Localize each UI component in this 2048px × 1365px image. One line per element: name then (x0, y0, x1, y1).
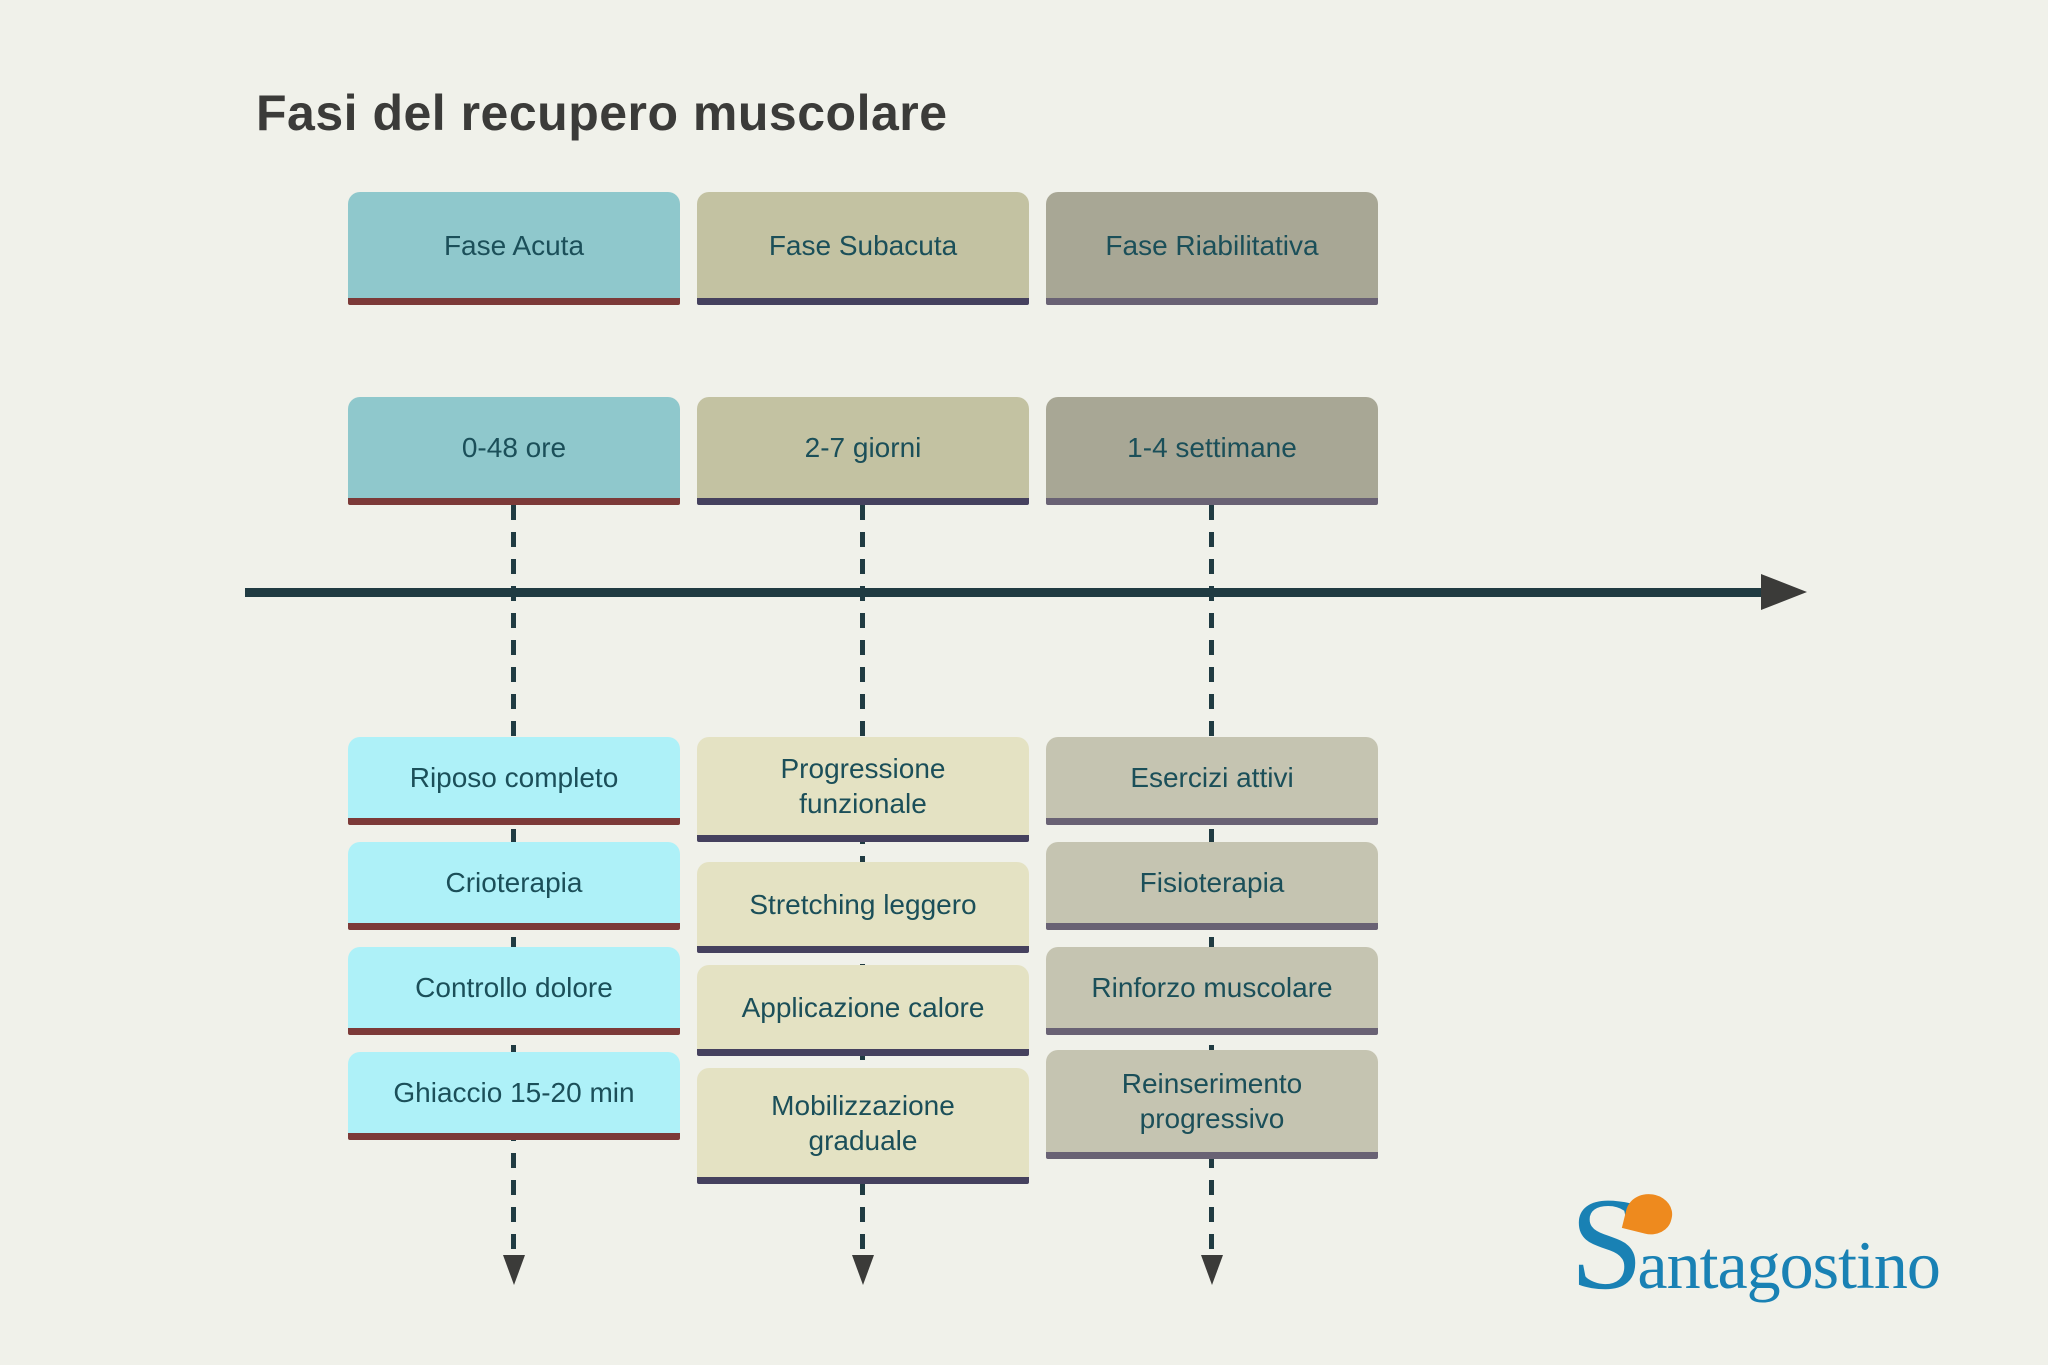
logo-text: antagostino (1637, 1227, 1941, 1303)
duration-box-riabilitativa: 1-4 settimane (1046, 397, 1378, 505)
item-box: Fisioterapia (1046, 842, 1378, 930)
brand-logo: S antagostino (1570, 1178, 1941, 1310)
item-box: Rinforzo muscolare (1046, 947, 1378, 1035)
phase-header-riabilitativa: Fase Riabilitativa (1046, 192, 1378, 305)
duration-box-subacuta: 2-7 giorni (697, 397, 1029, 505)
down-arrowhead-icon (1201, 1255, 1223, 1285)
item-box: Riposo completo (348, 737, 680, 825)
item-box: Esercizi attivi (1046, 737, 1378, 825)
item-box: Controllo dolore (348, 947, 680, 1035)
timeline-arrowhead-icon (1761, 574, 1807, 610)
item-box: Mobilizzazione graduale (697, 1068, 1029, 1184)
item-box: Stretching leggero (697, 862, 1029, 953)
timeline-axis (245, 588, 1763, 597)
item-box: Progressione funzionale (697, 737, 1029, 842)
down-arrowhead-icon (852, 1255, 874, 1285)
item-box: Crioterapia (348, 842, 680, 930)
page-title: Fasi del recupero muscolare (256, 85, 948, 141)
down-arrowhead-icon (503, 1255, 525, 1285)
item-box: Reinserimento progressivo (1046, 1050, 1378, 1159)
logo-initial: S (1570, 1170, 1644, 1317)
item-box: Ghiaccio 15-20 min (348, 1052, 680, 1140)
duration-box-acuta: 0-48 ore (348, 397, 680, 505)
phase-header-subacuta: Fase Subacuta (697, 192, 1029, 305)
item-box: Applicazione calore (697, 965, 1029, 1056)
phase-header-acuta: Fase Acuta (348, 192, 680, 305)
